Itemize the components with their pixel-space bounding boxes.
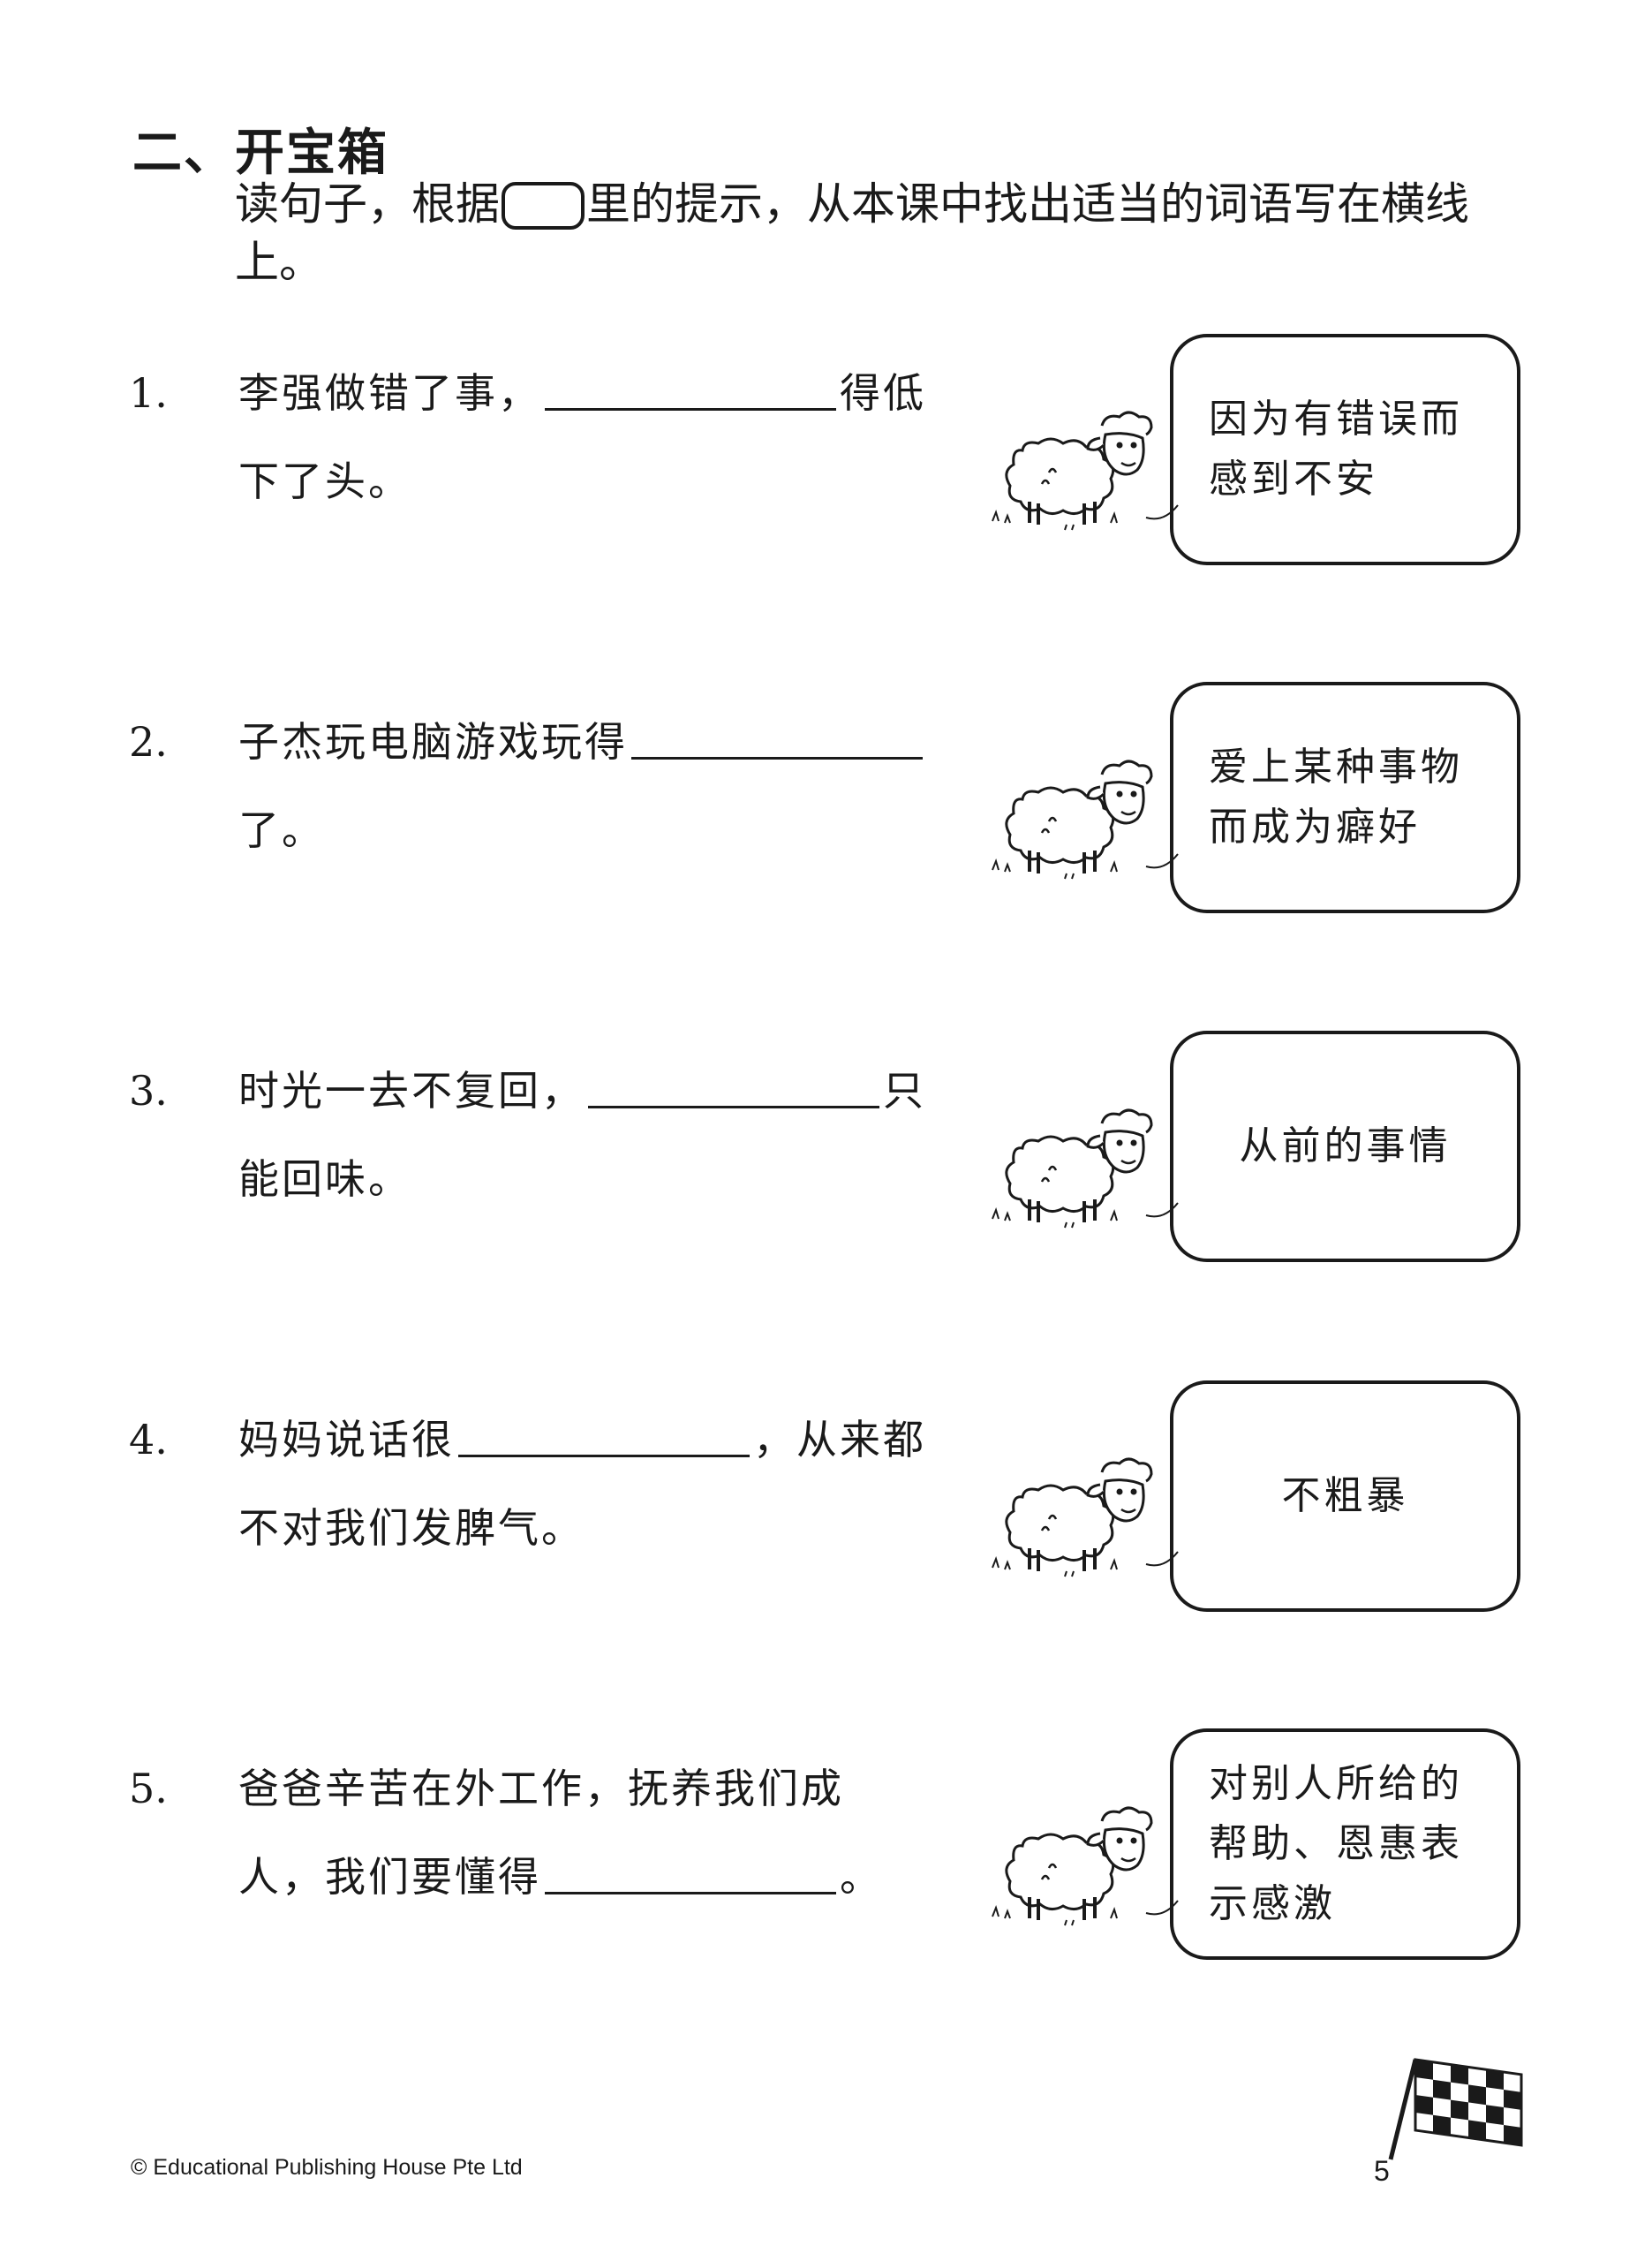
question-3: 3. 时光一去不复回， 只 能回味。 xyxy=(129,1064,977,1259)
checkered-flag-icon xyxy=(1388,2058,1523,2160)
sheep-icon xyxy=(991,1806,1180,1927)
question-line-1: 子杰玩电脑游戏玩得 xyxy=(238,715,926,768)
question-text: 人，我们要懂得 xyxy=(238,1853,541,1901)
instruction-text-after: 里的提示，从本课中找出适当的词语写在横线上。 xyxy=(235,178,1469,288)
hint-box-2: 爱上某种事物而成为癖好 xyxy=(1170,682,1520,913)
question-number: 3. xyxy=(129,1067,168,1115)
question-2: 2. 子杰玩电脑游戏玩得 了。 xyxy=(129,715,977,910)
question-4: 4. 妈妈说话很 ，从来都 不对我们发脾气。 xyxy=(129,1413,977,1607)
section-title: 二、开宝箱 xyxy=(132,125,388,182)
hint-box-4: 不粗暴 xyxy=(1170,1380,1520,1612)
hint-box-1: 因为有错误而感到不安 xyxy=(1170,334,1520,565)
question-text: 李强做错了事， xyxy=(238,369,541,417)
question-number: 5. xyxy=(129,1765,168,1812)
question-number: 4. xyxy=(129,1416,168,1463)
question-line-1: 时光一去不复回， 只 xyxy=(238,1064,926,1117)
question-line-2: 不对我们发脾气。 xyxy=(238,1501,585,1554)
sheep-icon xyxy=(991,760,1180,881)
question-text: 下了头。 xyxy=(238,457,411,505)
question-text: 子杰玩电脑游戏玩得 xyxy=(238,718,628,766)
question-text: 时光一去不复回， xyxy=(238,1067,585,1115)
hint-box-sample-icon xyxy=(502,182,585,230)
hint-box-3: 从前的事情 xyxy=(1170,1031,1520,1262)
question-line-1: 妈妈说话很 ，从来都 xyxy=(238,1413,926,1466)
question-number: 1. xyxy=(129,369,168,417)
question-number: 2. xyxy=(129,718,168,766)
question-line-2: 能回味。 xyxy=(238,1153,411,1206)
page-number: 5 xyxy=(1374,2155,1390,2187)
answer-blank[interactable] xyxy=(545,369,836,411)
question-text: 。 xyxy=(840,1853,883,1901)
question-text: 不对我们发脾气。 xyxy=(238,1504,585,1552)
question-text: ，从来都 xyxy=(753,1416,926,1463)
question-text: 爸爸辛苦在外工作，抚养我们成 xyxy=(238,1765,844,1812)
instruction-text-before: 读句子，根据 xyxy=(235,178,500,230)
answer-blank[interactable] xyxy=(588,1067,879,1108)
question-line-2: 了。 xyxy=(238,804,325,857)
answer-blank[interactable] xyxy=(458,1416,750,1457)
answer-blank[interactable] xyxy=(631,718,923,760)
question-text: 能回味。 xyxy=(238,1155,411,1203)
question-text: 得低 xyxy=(840,369,926,417)
hint-box-5: 对别人所给的帮助、恩惠表示感激 xyxy=(1170,1728,1520,1960)
copyright: © Educational Publishing House Pte Ltd xyxy=(131,2155,523,2180)
question-line-1: 李强做错了事， 得低 xyxy=(238,367,926,420)
question-text: 妈妈说话很 xyxy=(238,1416,455,1463)
question-1: 1. 李强做错了事， 得低 下了头。 xyxy=(129,367,977,561)
sheep-icon xyxy=(991,1457,1180,1578)
question-line-2: 下了头。 xyxy=(238,455,411,508)
question-line-2: 人，我们要懂得 。 xyxy=(238,1850,883,1903)
question-5: 5. 爸爸辛苦在外工作，抚养我们成 人，我们要懂得 。 xyxy=(129,1762,977,1956)
answer-blank[interactable] xyxy=(545,1853,836,1894)
question-text: 了。 xyxy=(238,806,325,854)
instruction: 读句子，根据里的提示，从本课中找出适当的词语写在横线上。 xyxy=(235,175,1533,291)
sheep-icon xyxy=(991,1108,1180,1229)
question-line-1: 爸爸辛苦在外工作，抚养我们成 xyxy=(238,1762,844,1815)
question-text: 只 xyxy=(883,1067,926,1115)
sheep-icon xyxy=(991,411,1180,532)
